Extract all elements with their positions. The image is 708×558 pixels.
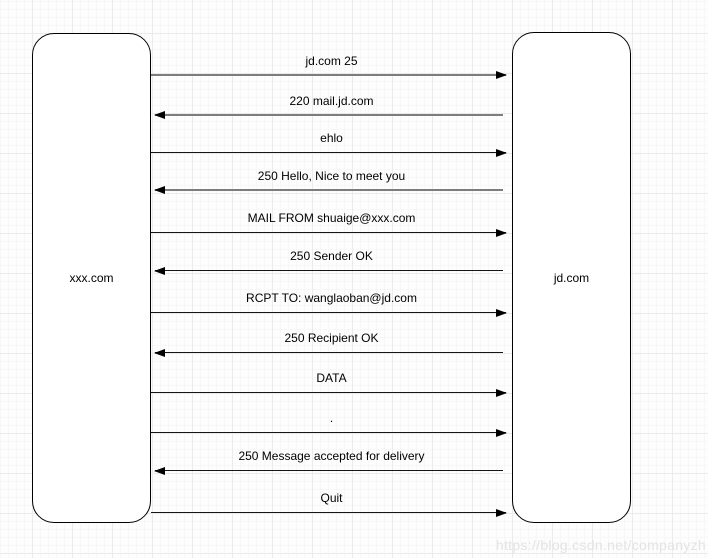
message-label: Quit bbox=[320, 491, 343, 505]
message-arrow-line bbox=[151, 388, 507, 397]
message-arrow-line bbox=[151, 228, 507, 237]
message-row: DATA bbox=[151, 365, 512, 397]
message-arrow-line bbox=[151, 148, 507, 157]
message-arrow-line bbox=[151, 308, 507, 317]
message-row: Quit bbox=[151, 485, 512, 517]
arrowhead-icon bbox=[154, 111, 165, 119]
message-label: 250 Message accepted for delivery bbox=[238, 449, 425, 463]
actor-label-server: jd.com bbox=[553, 270, 590, 285]
arrowhead-icon bbox=[496, 148, 507, 157]
message-arrow-line bbox=[154, 266, 503, 275]
message-label: 250 Recipient OK bbox=[284, 331, 379, 345]
message-arrow-line bbox=[154, 111, 503, 119]
message-lane: jd.com 25 220 mail.jd.com ehlo 250 Hello… bbox=[151, 0, 512, 558]
message-row: jd.com 25 bbox=[151, 48, 512, 79]
arrowhead-icon bbox=[496, 428, 507, 437]
message-row: 250 Recipient OK bbox=[151, 325, 512, 357]
arrowhead-icon bbox=[496, 508, 507, 517]
message-label: DATA bbox=[316, 371, 347, 385]
actor-box-server: jd.com bbox=[512, 32, 631, 523]
arrowhead-icon bbox=[496, 228, 507, 237]
arrowhead-icon bbox=[496, 308, 507, 317]
message-label: jd.com 25 bbox=[305, 54, 358, 68]
arrowhead-icon bbox=[154, 186, 165, 194]
message-row: 250 Hello, Nice to meet you bbox=[151, 163, 512, 194]
message-label: 220 mail.jd.com bbox=[289, 94, 374, 108]
message-row: ehlo bbox=[151, 125, 512, 157]
message-label: . bbox=[329, 411, 334, 425]
message-arrow-line bbox=[154, 466, 503, 475]
message-label: MAIL FROM shuaige@xxx.com bbox=[247, 211, 416, 225]
message-row: 220 mail.jd.com bbox=[151, 88, 512, 119]
message-arrow-line bbox=[151, 428, 507, 437]
message-row: RCPT TO: wanglaoban@jd.com bbox=[151, 285, 512, 317]
message-row: MAIL FROM shuaige@xxx.com bbox=[151, 205, 512, 237]
message-arrow-line bbox=[154, 186, 503, 194]
arrowhead-icon bbox=[154, 266, 165, 275]
actor-box-client: xxx.com bbox=[32, 33, 151, 523]
message-label: RCPT TO: wanglaoban@jd.com bbox=[246, 291, 417, 305]
arrowhead-icon bbox=[496, 71, 507, 79]
message-label: 250 Hello, Nice to meet you bbox=[257, 169, 406, 183]
message-row: 250 Message accepted for delivery bbox=[151, 443, 512, 475]
arrowhead-icon bbox=[496, 388, 507, 397]
message-row: . bbox=[151, 405, 512, 437]
message-arrow-line bbox=[151, 71, 507, 79]
message-label: 250 Sender OK bbox=[290, 249, 373, 263]
message-label: ehlo bbox=[320, 131, 343, 145]
arrowhead-icon bbox=[154, 466, 165, 475]
watermark: https://blog.csdn.net/companyzh bbox=[495, 537, 706, 553]
actor-label-client: xxx.com bbox=[69, 271, 114, 285]
message-arrow-line bbox=[154, 348, 503, 357]
message-row: 250 Sender OK bbox=[151, 243, 512, 275]
arrowhead-icon bbox=[154, 348, 165, 357]
message-arrow-line bbox=[151, 508, 507, 517]
